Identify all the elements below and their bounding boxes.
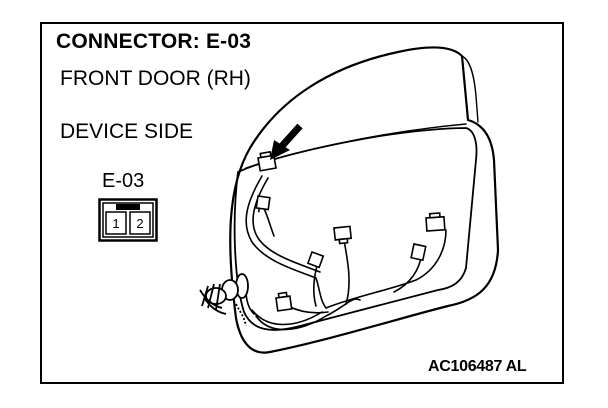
door-rear-edge [461, 55, 479, 123]
harness-wire-lower-b [251, 309, 323, 326]
location-label: FRONT DOOR (RH) [60, 67, 251, 90]
harness-wire-branch-2 [343, 239, 350, 305]
harness-connector-4 [306, 250, 325, 269]
harness-connector-6 [410, 243, 427, 262]
harness-connector-5 [425, 212, 446, 232]
harness-connector-7 [275, 291, 293, 312]
door-outer-outline [229, 46, 500, 354]
harness-connector-3 [333, 225, 353, 245]
harness-connector-2 [255, 195, 271, 213]
pin-1-label: 1 [112, 216, 119, 231]
connector-title: CONNECTOR: E-03 [56, 30, 252, 53]
arrow-icon [270, 123, 303, 160]
pin-2-label: 2 [136, 216, 143, 231]
grommet-icon [199, 273, 249, 327]
connector-face-icon: 1 2 [98, 198, 158, 242]
connector-id-label: E-03 [102, 170, 145, 192]
side-label: DEVICE SIDE [60, 120, 194, 143]
harness-wire-lower [255, 298, 361, 331]
harness-wire-main-a [245, 175, 447, 309]
reference-code: AC106487 AL [428, 358, 527, 375]
